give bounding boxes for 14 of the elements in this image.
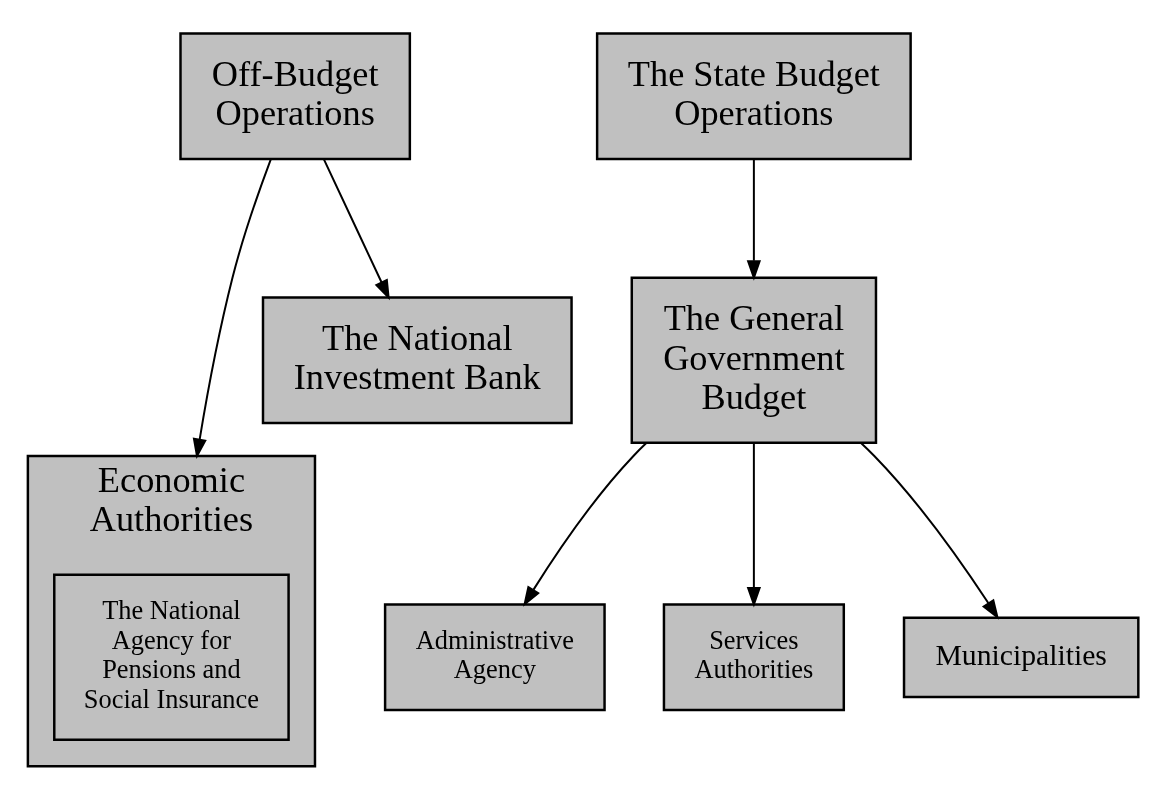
node-box: Off-Budget Operations <box>179 31 412 160</box>
arrow <box>860 441 1000 620</box>
arrow <box>322 157 390 300</box>
node-box: The National Investment Bank <box>261 295 573 424</box>
node-box: The General Government Budget <box>630 276 878 444</box>
node-box: The State Budget Operations <box>595 31 912 160</box>
node-box: Municipalities <box>902 615 1140 698</box>
arrow <box>746 441 762 607</box>
arrow <box>523 441 648 607</box>
node-box: The National Agency for Pensions and Social Insurance <box>53 573 290 741</box>
arrow <box>746 157 762 281</box>
node-box: Administrative Agency <box>383 602 606 711</box>
node-box: Services Authorities <box>662 602 846 711</box>
arrow <box>192 158 272 459</box>
